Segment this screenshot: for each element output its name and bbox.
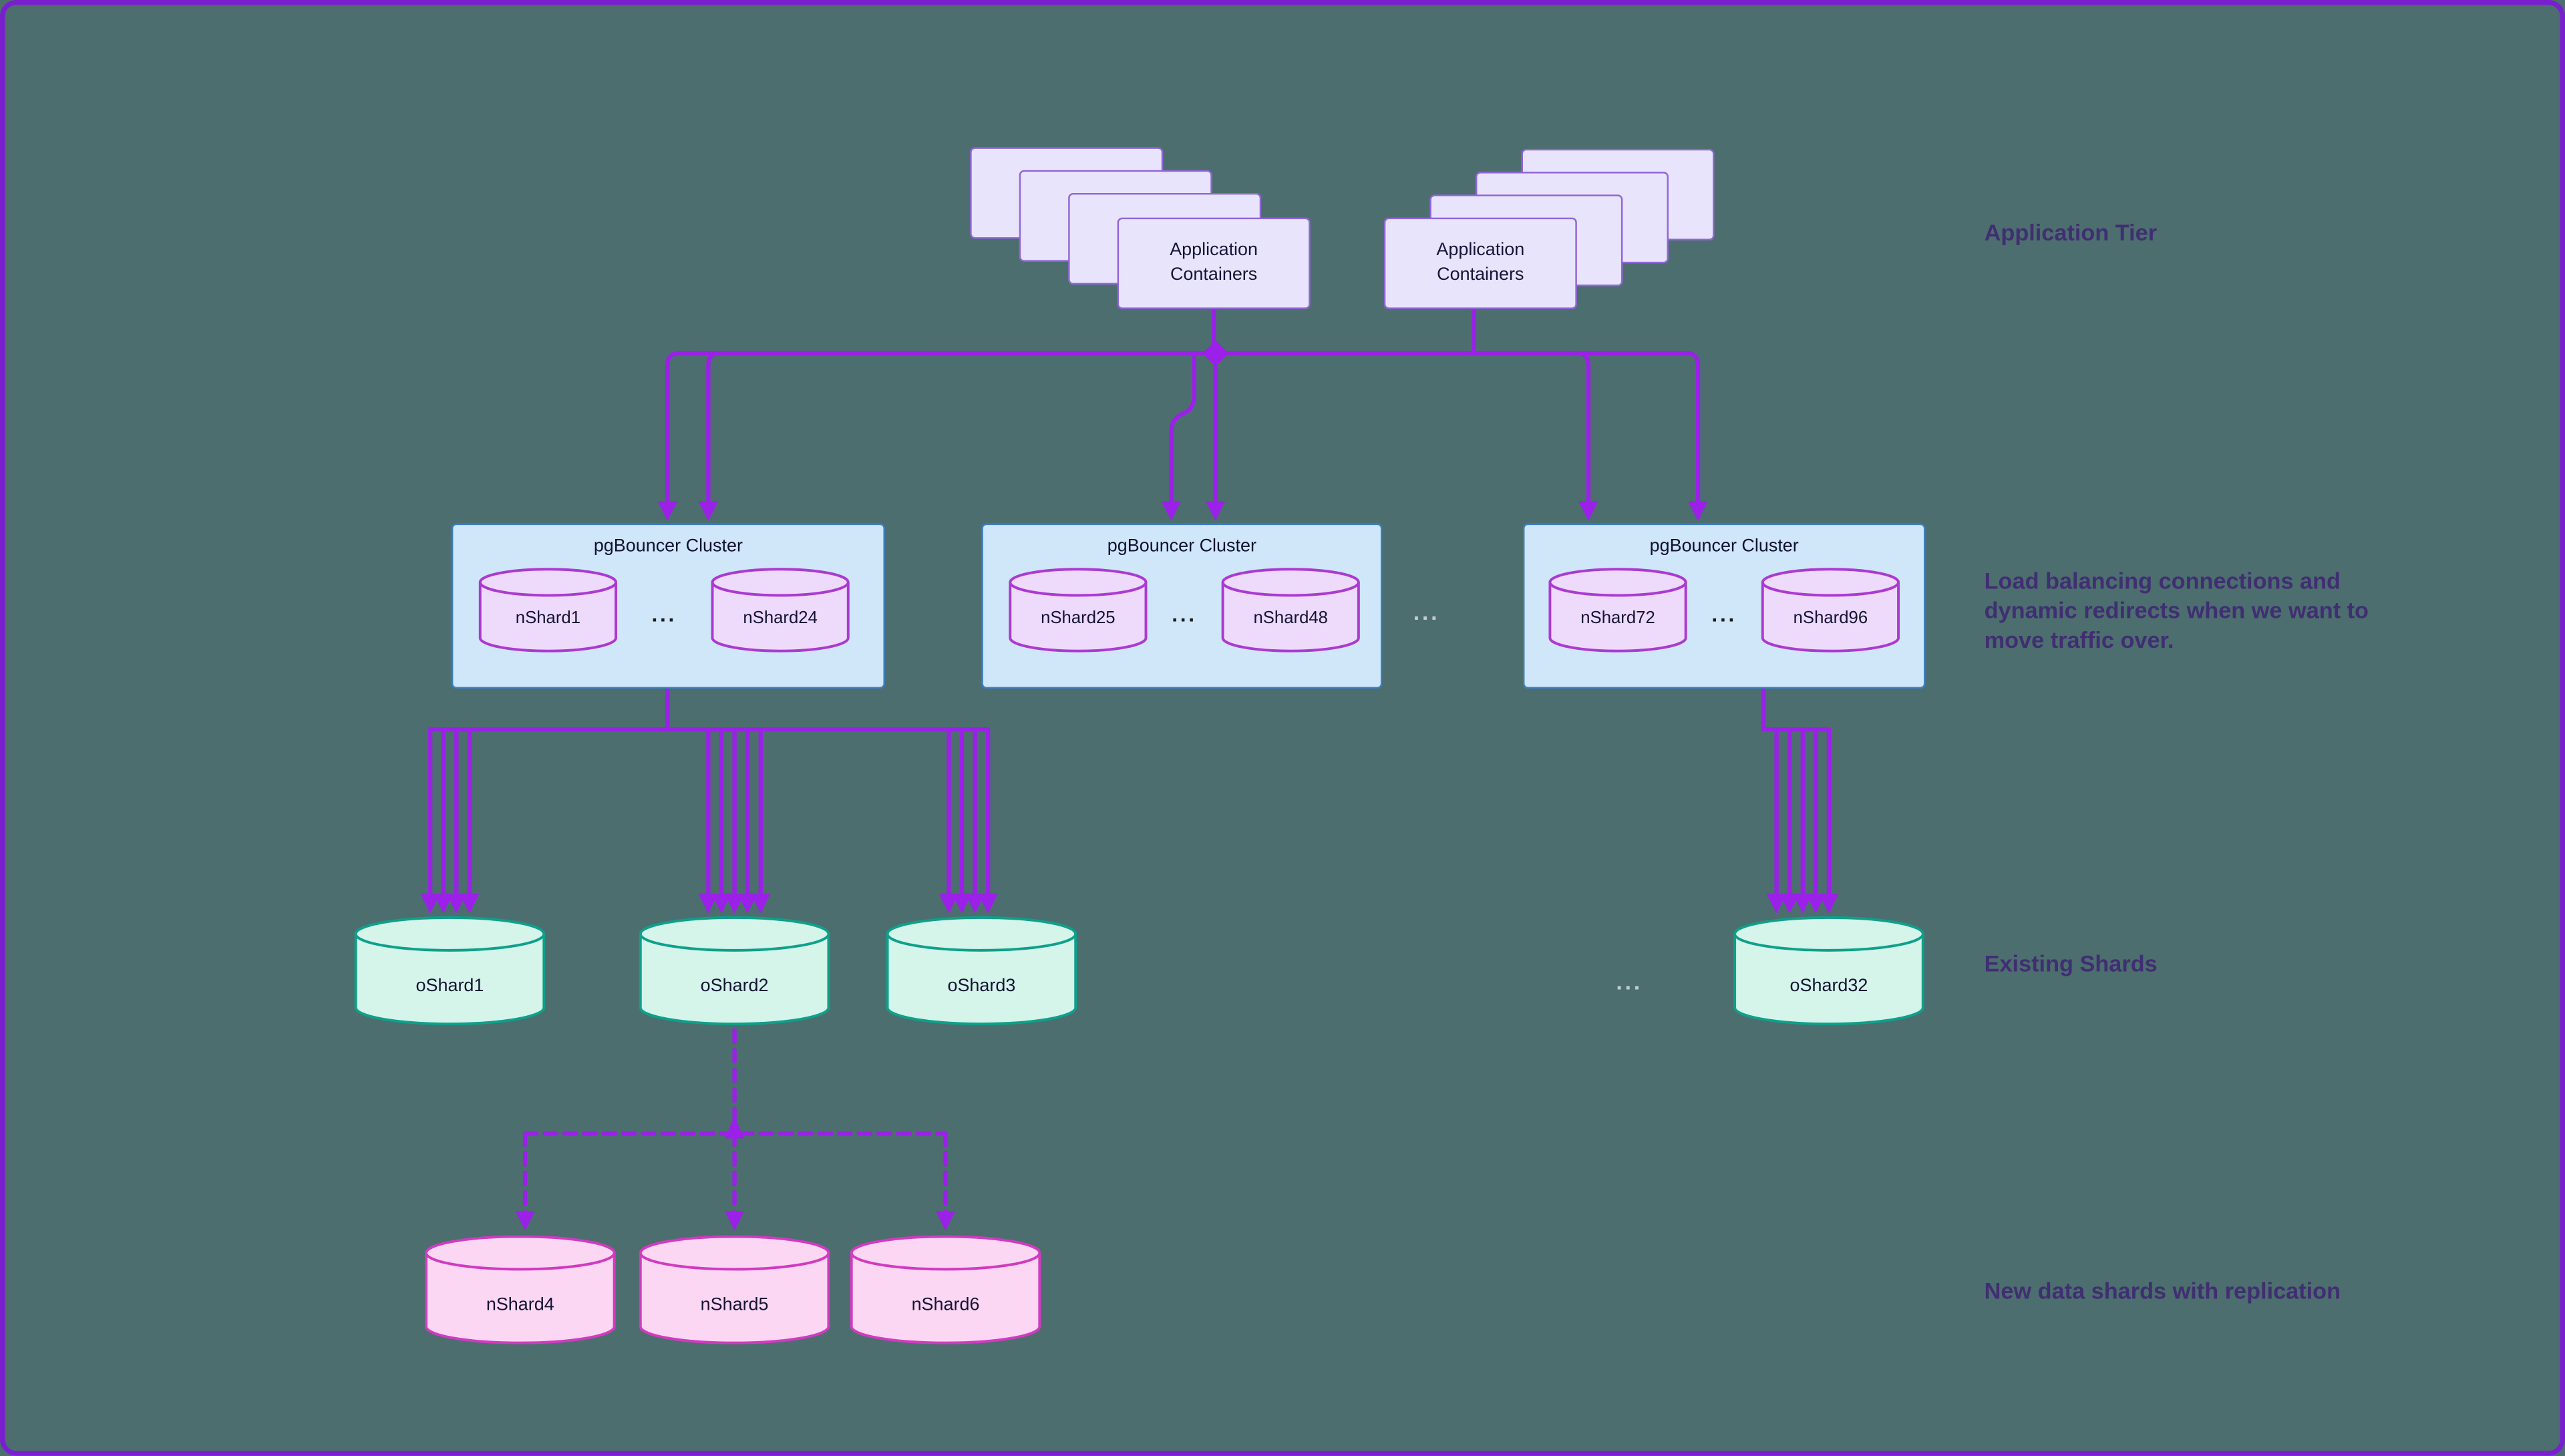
cluster-row-ellipsis: ... — [1413, 598, 1440, 625]
pgbouncer-cluster-box-1: pgBouncer Cluster nShard1 ... nShard24 — [451, 523, 885, 689]
cluster-ellipsis: ... — [651, 602, 677, 626]
cluster-title: pgBouncer Cluster — [1107, 536, 1256, 556]
db-cylinder-nshard48: nShard48 — [1220, 568, 1361, 653]
shard-label: nShard6 — [911, 1295, 980, 1315]
app-containers-node-right: Application Containers — [1383, 217, 1577, 309]
db-cylinder-nshard72: nShard72 — [1548, 568, 1689, 653]
app-containers-label: Application Containers — [1170, 240, 1258, 285]
shard-label: nShard72 — [1580, 608, 1655, 628]
cluster-title: pgBouncer Cluster — [593, 536, 743, 556]
db-cylinder-nshard25: nShard25 — [1008, 568, 1149, 653]
db-cylinder-nshard6: nShard6 — [849, 1235, 1042, 1346]
shard-label: oShard3 — [947, 976, 1016, 996]
db-cylinder-oshard2: oShard2 — [638, 916, 831, 1027]
junction-diamond — [1202, 340, 1229, 367]
annotation-application-tier: Application Tier — [1984, 219, 2158, 246]
shard-label: oShard1 — [415, 976, 484, 996]
cluster-title: pgBouncer Cluster — [1649, 536, 1799, 556]
replication-up-arrowhead — [724, 1117, 745, 1139]
db-cylinder-oshard32: oShard32 — [1732, 916, 1925, 1027]
pgbouncer-cluster-box-2: pgBouncer Cluster nShard25 ... nShard48 — [981, 523, 1383, 689]
solid-edges — [420, 307, 1839, 914]
shard-label: nShard25 — [1041, 608, 1116, 628]
shard-label: nShard5 — [700, 1295, 769, 1315]
connection-lines-layer — [420, 307, 1839, 1231]
app-containers-node-left: Application Containers — [1117, 217, 1311, 309]
db-cylinder-oshard1: oShard1 — [353, 916, 546, 1027]
db-cylinder-oshard3: oShard3 — [885, 916, 1078, 1027]
shard-label: nShard4 — [486, 1295, 554, 1315]
shard-label: nShard1 — [515, 608, 581, 628]
shard-label: nShard24 — [743, 608, 818, 628]
annotation-load-balancing: Load balancing connections and dynamic r… — [1984, 567, 2369, 652]
existing-shards-ellipsis: ... — [1616, 968, 1643, 994]
shard-label: oShard2 — [700, 976, 769, 996]
shard-label: oShard32 — [1789, 976, 1868, 996]
db-cylinder-nshard5: nShard5 — [638, 1235, 831, 1346]
db-cylinder-nshard1: nShard1 — [478, 568, 619, 653]
annotation-existing-shards: Existing Shards — [1984, 950, 2158, 977]
cluster-ellipsis: ... — [1711, 602, 1737, 626]
db-cylinder-nshard24: nShard24 — [710, 568, 851, 653]
shard-label: nShard48 — [1253, 608, 1328, 628]
db-cylinder-nshard96: nShard96 — [1760, 568, 1901, 653]
pgbouncer-cluster-box-3: pgBouncer Cluster nShard72 ... nShard96 — [1523, 523, 1926, 689]
cluster-ellipsis: ... — [1172, 602, 1197, 626]
replication-edges — [515, 1028, 956, 1231]
db-cylinder-nshard4: nShard4 — [423, 1235, 617, 1346]
app-containers-label: Application Containers — [1436, 240, 1525, 285]
annotation-new-shards: New data shards with replication — [1984, 1277, 2341, 1304]
shard-label: nShard96 — [1793, 608, 1868, 628]
